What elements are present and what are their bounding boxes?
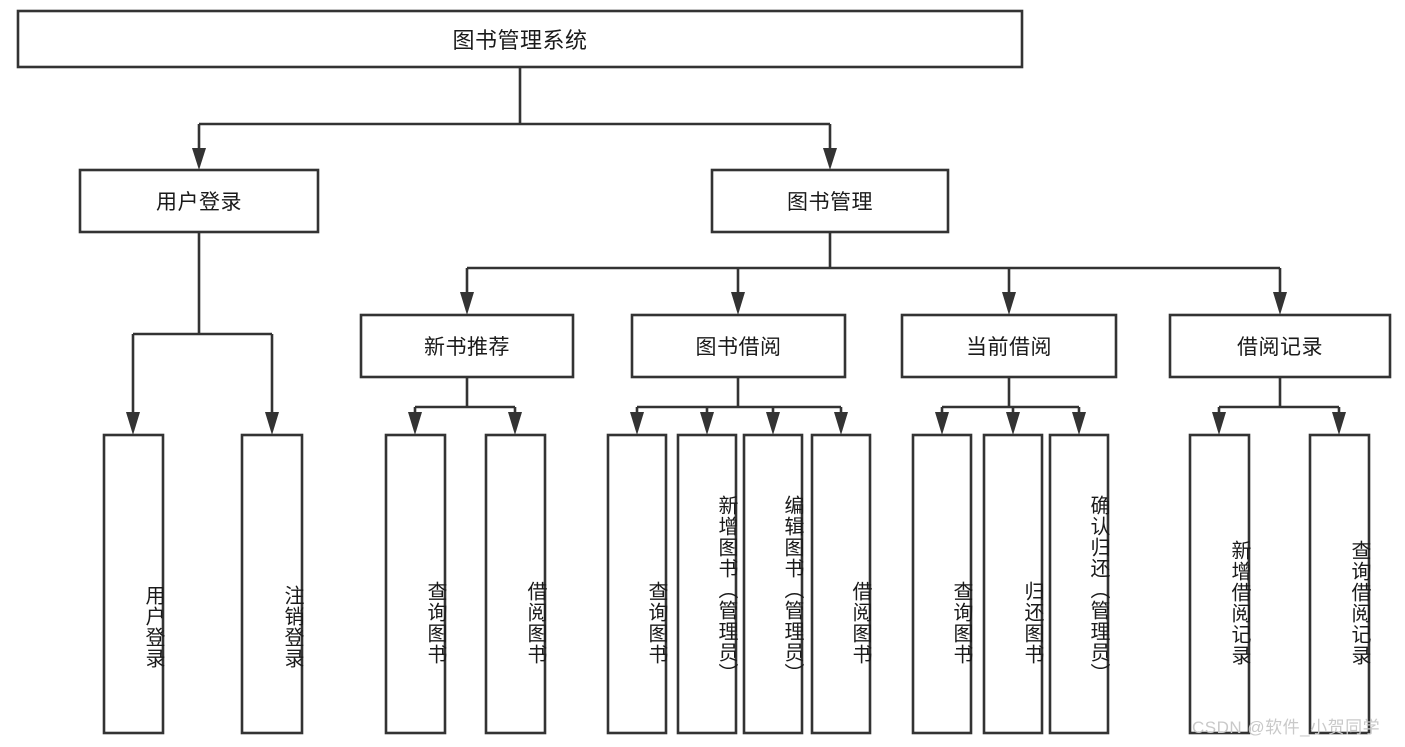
arrow-head-leaf-borrow-book-2 bbox=[834, 412, 848, 435]
arrow-head-leaf-query-record bbox=[1332, 412, 1346, 435]
arrow-head-leaf-add-record bbox=[1212, 412, 1226, 435]
arrow-head-current-borrow bbox=[1002, 292, 1016, 315]
leaf-box-query-record[interactable] bbox=[1308, 433, 1371, 735]
arrow-head-leaf-user-login bbox=[126, 412, 140, 435]
leaf-box-add-record[interactable] bbox=[1188, 433, 1251, 735]
node-box-borrow-record[interactable] bbox=[1168, 313, 1392, 379]
connector-current-borrow-to-leaves bbox=[935, 377, 1086, 435]
arrow-head-leaf-return-book bbox=[1006, 412, 1020, 435]
leaf-box-user-login[interactable] bbox=[102, 433, 165, 735]
arrow-head-leaf-edit-book bbox=[766, 412, 780, 435]
arrow-head-leaf-query-book-1 bbox=[408, 412, 422, 435]
connector-book-manage-to-level3 bbox=[460, 232, 1287, 315]
connector-borrow-record-to-leaves bbox=[1212, 377, 1346, 435]
leaf-box-query-book-3[interactable] bbox=[911, 433, 973, 735]
leaf-box-query-book-1[interactable] bbox=[384, 433, 447, 735]
leaf-box-edit-book[interactable] bbox=[742, 433, 804, 735]
arrow-head-borrow-record bbox=[1273, 292, 1287, 315]
leaf-box-borrow-book-2[interactable] bbox=[810, 433, 872, 735]
arrow-head-leaf-logout bbox=[265, 412, 279, 435]
leaf-box-return-book[interactable] bbox=[982, 433, 1044, 735]
connector-root-to-level2 bbox=[192, 67, 837, 170]
arrow-head-book-manage bbox=[823, 148, 837, 170]
arrow-head-leaf-query-book-2 bbox=[630, 412, 644, 435]
arrow-head-leaf-add-book bbox=[700, 412, 714, 435]
node-box-book-manage[interactable] bbox=[710, 168, 950, 234]
connector-user-login-to-leaves bbox=[126, 232, 279, 435]
node-box-root[interactable] bbox=[16, 9, 1024, 69]
arrow-head-new-book-recommend bbox=[460, 292, 474, 315]
arrow-head-leaf-borrow-book-1 bbox=[508, 412, 522, 435]
connector-new-book-recommend-to-leaves bbox=[408, 377, 522, 435]
leaf-box-add-book[interactable] bbox=[676, 433, 738, 735]
node-box-book-borrow[interactable] bbox=[630, 313, 847, 379]
arrow-head-book-borrow bbox=[731, 292, 745, 315]
node-box-current-borrow[interactable] bbox=[900, 313, 1118, 379]
arrow-head-leaf-query-book-3 bbox=[935, 412, 949, 435]
connector-book-borrow-to-leaves bbox=[630, 377, 848, 435]
node-box-user-login[interactable] bbox=[78, 168, 320, 234]
leaf-box-borrow-book-1[interactable] bbox=[484, 433, 547, 735]
node-box-new-book-recommend[interactable] bbox=[359, 313, 575, 379]
leaf-box-logout[interactable] bbox=[240, 433, 304, 735]
leaf-box-query-book-2[interactable] bbox=[606, 433, 668, 735]
arrow-head-leaf-confirm-return bbox=[1072, 412, 1086, 435]
leaf-box-confirm-return[interactable] bbox=[1048, 433, 1110, 735]
arrow-head-user-login bbox=[192, 148, 206, 170]
